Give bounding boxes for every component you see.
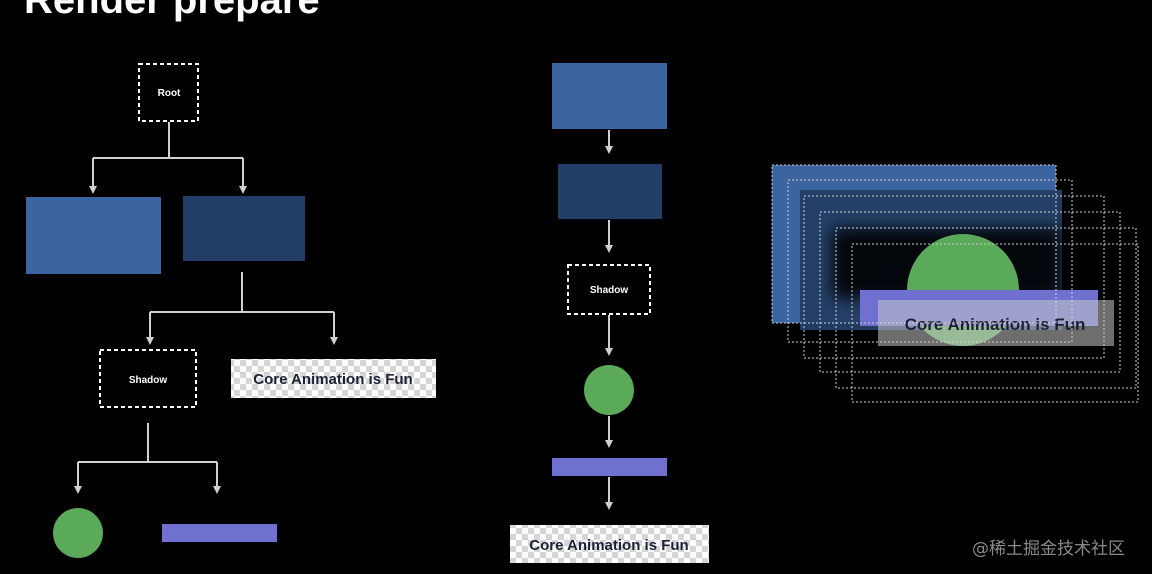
chain-text-layer <box>510 525 709 563</box>
tree-connector-dark <box>146 272 338 345</box>
chain-dark-blue-layer <box>558 164 662 219</box>
root-label: Root <box>158 88 181 99</box>
composite-outlines <box>771 164 1139 403</box>
composite-text-label: Core Animation is Fun <box>905 315 1086 334</box>
layer-tree: Root Shadow Core Animation is Fun <box>26 63 436 558</box>
tree-text-layer <box>231 359 436 398</box>
tree-dark-blue-layer <box>183 196 305 261</box>
slide-title: Render prepare <box>24 0 320 22</box>
chain-text-label: Core Animation is Fun <box>529 537 688 554</box>
root-node <box>138 63 199 122</box>
watermark: @稀土掘金技术社区 <box>972 539 1125 559</box>
tree-connector-root <box>89 122 247 194</box>
tree-green-circle <box>53 508 103 558</box>
chain-green-circle <box>584 365 634 415</box>
tree-blue-layer <box>26 197 161 274</box>
render-chain: Shadow Core Animation is Fun <box>510 63 709 563</box>
chain-shadow-node <box>567 264 651 315</box>
tree-shadow-label: Shadow <box>129 375 168 386</box>
tree-purple-bar <box>162 524 277 542</box>
chain-blue-layer <box>552 63 667 129</box>
tree-text-label: Core Animation is Fun <box>253 371 412 388</box>
tree-connector-shadow <box>74 423 221 494</box>
chain-purple-bar <box>552 458 667 476</box>
composite-stack: Core Animation is Fun <box>771 164 1139 403</box>
chain-shadow-label: Shadow <box>590 285 629 296</box>
